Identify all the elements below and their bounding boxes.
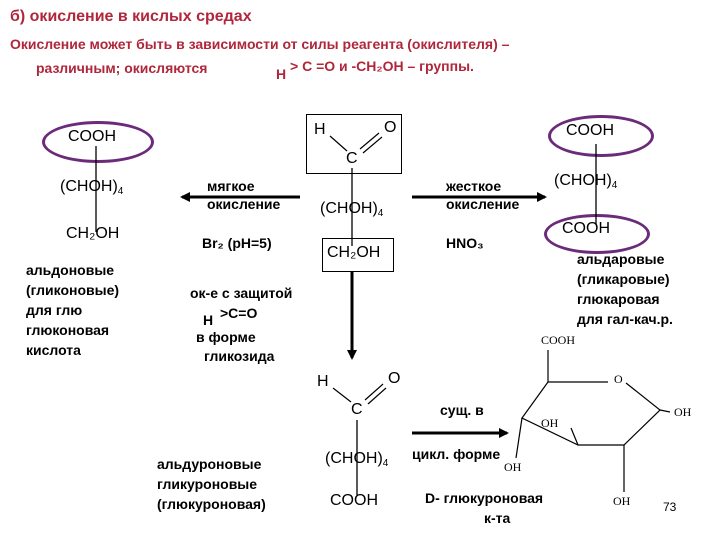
intro-groups: > С =О и -СН₂ОН – группы.: [290, 58, 474, 74]
left-caption: альдоновые (гликоновые) для глю глюконов…: [26, 260, 119, 360]
uronic-h-c-bond: [332, 387, 352, 403]
glucuronic-ring: [521, 381, 661, 446]
intro-line-1: Окисление может быть в зависимости от си…: [10, 36, 510, 52]
uronic-chain: (CHOH)4: [325, 450, 388, 469]
uronic-h: H: [317, 373, 329, 390]
right-chain-sub: 4: [611, 180, 618, 191]
left-caption-line-1: альдоновые: [26, 262, 115, 278]
mild-label-2: окисление: [207, 196, 281, 212]
right-caption-line-1: альдаровые: [577, 251, 665, 267]
protected-line-4: гликозида: [204, 348, 275, 364]
uronic-cooh: COOH: [330, 492, 378, 509]
glucose-o: O: [384, 119, 397, 136]
ring-oh-bottom-left: OH: [504, 460, 522, 474]
harsh-label-1: жесткое: [446, 178, 502, 194]
left-caption-line-2: (гликоновые): [26, 282, 120, 298]
cyclic-arrow-label-1: сущ. в: [440, 402, 484, 418]
glucose-ch2oh: CH₂OH: [327, 244, 381, 261]
slide-title: б) окисление в кислых средах: [10, 8, 252, 25]
page-number: 73: [663, 500, 677, 514]
ring-oh-bottom: OH: [613, 494, 631, 508]
mild-reagent: Br₂ (pH=5): [202, 235, 272, 251]
glucose-c: C: [346, 150, 358, 167]
uronic-c-o-bond-2: [367, 387, 387, 405]
ring-oh-left-bond: [570, 427, 579, 446]
right-caption-line-2: (гликаровые): [577, 271, 670, 287]
glucuronic-name-2: к-та: [484, 510, 511, 526]
glucose-chain: (CHOH)4: [320, 200, 383, 219]
ring-cooh: COOH: [541, 333, 576, 347]
uronic-c: C: [351, 401, 363, 418]
right-bottom-cooh: COOH: [562, 220, 610, 237]
mild-label-1: мягкое: [207, 178, 255, 194]
left-cooh: COOH: [68, 128, 116, 145]
intro-h-label: H: [276, 66, 287, 82]
uronic-chain-text: (CHOH): [325, 450, 383, 467]
uronic-o: O: [388, 370, 401, 387]
intro-line-2: различным; окисляются: [36, 60, 208, 76]
glucuronic-name-1: D- глюкуроновая: [425, 490, 544, 506]
ring-oxygen: O: [614, 372, 623, 386]
uronic-caption-line-3: (глюкуроновая): [157, 496, 266, 512]
right-chain-text: (CHOH): [554, 172, 612, 189]
glucose-ch2oh-box: [322, 238, 394, 272]
left-cooh-highlight: [42, 121, 154, 163]
ring-oh-right-bond: [659, 409, 671, 413]
right-caption-line-4: для гал-кач.р.: [577, 311, 673, 327]
harsh-label-2: окисление: [446, 196, 520, 212]
right-top-cooh: COOH: [566, 122, 614, 139]
harsh-reagent: HNO₃: [446, 235, 484, 251]
protected-line-1: ок-е с защитой: [190, 285, 293, 301]
uronic-caption: альдуроновые гликуроновые (глюкуроновая): [157, 454, 266, 514]
glucose-c-o-bond-1: [359, 132, 380, 150]
right-caption: альдаровые (гликаровые) глюкаровая для г…: [577, 249, 673, 329]
right-caption-line-3: глюкаровая: [577, 291, 660, 307]
left-caption-line-3: для глю: [26, 302, 83, 318]
glucose-chain-text: (CHOH): [320, 200, 378, 217]
protected-line-3: в форме: [196, 329, 256, 345]
left-chain-text: (CHOH): [60, 178, 118, 195]
uronic-c-o-bond-1: [364, 383, 384, 401]
uronic-caption-line-1: альдуроновые: [157, 456, 262, 472]
glucose-h: H: [314, 121, 326, 138]
left-caption-line-5: кислота: [26, 342, 81, 358]
protected-h: H: [203, 312, 214, 328]
left-ch2oh: CH₂OH: [66, 225, 120, 242]
ring-oh-right: OH: [674, 405, 692, 419]
ring-oh-left: OH: [541, 416, 559, 430]
uronic-chain-sub: 4: [382, 458, 389, 469]
ring-oh-bottom-left-bond: [515, 417, 523, 459]
cyclic-arrow-label-2: цикл. форме: [412, 446, 501, 462]
glucose-c-o-bond-2: [362, 136, 383, 154]
glucose-aldehyde-box: [306, 114, 402, 174]
protected-line-2: >C=O: [220, 305, 258, 321]
left-caption-line-4: глюконовая: [26, 322, 110, 338]
right-top-cooh-highlight: [548, 115, 654, 157]
glucose-chain-sub: 4: [377, 208, 384, 219]
glucose-h-c-bond: [329, 135, 348, 152]
uronic-caption-line-2: гликуроновые: [157, 476, 258, 492]
left-chain: (CHOH)4: [60, 178, 123, 197]
left-chain-sub: 4: [117, 186, 124, 197]
right-bottom-cooh-highlight: [544, 214, 650, 254]
right-chain: (CHOH)4: [554, 172, 617, 191]
